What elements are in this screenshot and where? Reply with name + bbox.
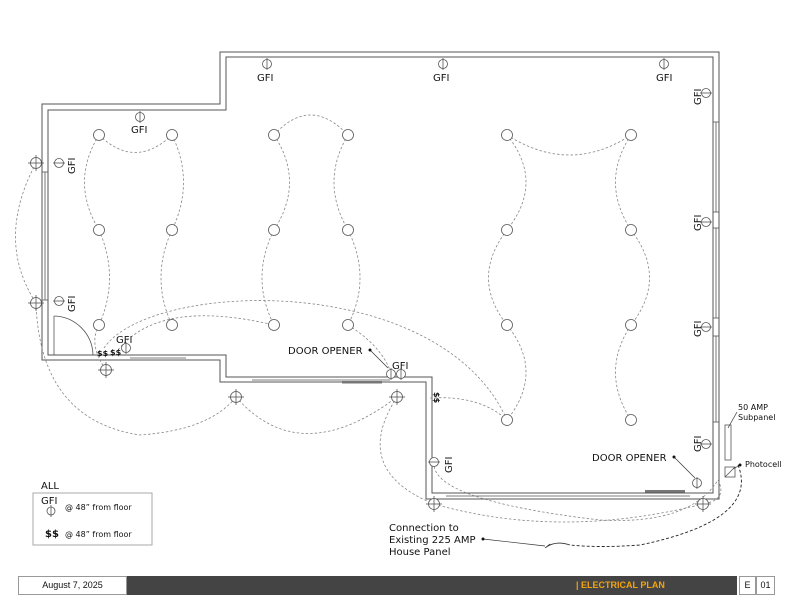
door-opener-label: DOOR OPENER bbox=[592, 453, 667, 464]
recessed-lights bbox=[93, 129, 637, 426]
legend-gfi-symbol: GFI bbox=[41, 496, 57, 507]
home-run-arrow bbox=[544, 542, 571, 549]
subpanel-label-line2: Subpanel bbox=[738, 413, 775, 422]
gfi-label: GFI bbox=[693, 89, 704, 105]
connection-label-line1: Connection to bbox=[389, 523, 459, 534]
right-wall-windows bbox=[713, 121, 719, 423]
gfi-label: GFI bbox=[67, 296, 78, 312]
wiring bbox=[15, 114, 722, 523]
inner-wall bbox=[47, 56, 714, 494]
title-block-date: August 7, 2025 bbox=[18, 576, 127, 595]
exterior-lights bbox=[28, 155, 711, 512]
home-run-wire bbox=[569, 464, 742, 547]
gfi-label: GFI bbox=[67, 158, 78, 174]
switch-label: $$ bbox=[97, 349, 109, 358]
bottom-wall-openings bbox=[130, 357, 690, 497]
legend-title: ALL bbox=[41, 481, 59, 492]
outer-wall bbox=[41, 51, 720, 500]
connection-label-line2: Existing 225 AMP bbox=[389, 535, 476, 546]
legend: ALL GFI @ 48” from floor $$ @ 48” from f… bbox=[32, 481, 153, 546]
left-wall-window bbox=[42, 171, 48, 301]
title-block-title: ELECTRICAL PLAN bbox=[576, 576, 665, 595]
gfi-label: GFI bbox=[392, 361, 408, 372]
gfi-label: GFI bbox=[444, 457, 455, 473]
gfi-label: GFI bbox=[131, 125, 147, 136]
gfi-label: GFI bbox=[433, 73, 449, 84]
legend-ss-text: @ 48” from floor bbox=[65, 530, 132, 539]
gfi-label: GFI bbox=[693, 321, 704, 337]
subpanel-label-line1: 50 AMP bbox=[738, 403, 768, 412]
connection-label-line3: House Panel bbox=[389, 547, 451, 558]
legend-ss-symbol: $$ bbox=[45, 529, 59, 540]
sheet-number: 01 bbox=[756, 576, 775, 595]
sheet-letter: E bbox=[739, 576, 756, 595]
gfi-label: GFI bbox=[693, 436, 704, 452]
gfi-label: GFI bbox=[693, 215, 704, 231]
door-opener-label: DOOR OPENER bbox=[288, 346, 363, 357]
switch-label: $$ bbox=[432, 392, 441, 404]
gfi-label: GFI bbox=[656, 73, 672, 84]
switch-label: $$ bbox=[110, 348, 122, 357]
gfi-label: GFI bbox=[116, 335, 132, 346]
legend-gfi-text: @ 48” from floor bbox=[65, 503, 132, 512]
subpanel-symbol bbox=[724, 424, 732, 461]
photocell-label: Photocell bbox=[745, 460, 782, 469]
entry-door bbox=[53, 315, 94, 356]
leader-lines bbox=[369, 349, 741, 547]
gfi-label: GFI bbox=[257, 73, 273, 84]
gfi-outlets bbox=[53, 58, 712, 489]
